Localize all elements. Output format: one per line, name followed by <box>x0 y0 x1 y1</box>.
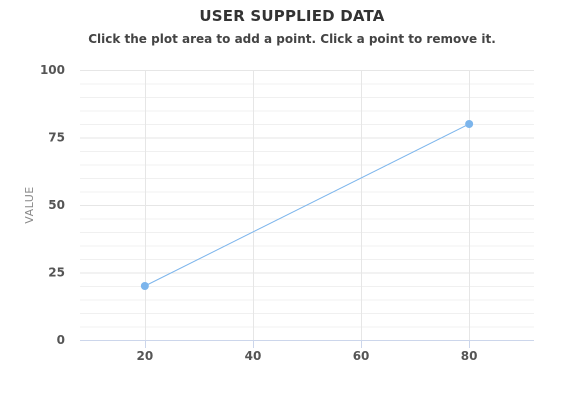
x-tick-label: 40 <box>245 349 262 363</box>
y-tick-label: 25 <box>48 266 65 280</box>
y-tick-label: 100 <box>40 63 65 77</box>
y-tick-label: 75 <box>48 131 65 145</box>
minor-grid <box>80 83 534 328</box>
data-point[interactable] <box>465 120 474 128</box>
x-tick-label: 20 <box>137 349 154 363</box>
chart-subtitle: Click the plot area to add a point. Clic… <box>88 32 496 46</box>
x-axis: 20 40 60 80 <box>137 340 478 363</box>
series-layer <box>140 120 474 290</box>
y-axis-title: VALUE <box>23 186 36 223</box>
y-tick-label: 50 <box>48 198 65 212</box>
series-line <box>144 123 470 287</box>
data-point[interactable] <box>140 282 149 290</box>
x-tick-label: 60 <box>353 349 370 363</box>
chart-title: USER SUPPLIED DATA <box>199 7 385 25</box>
x-tick-label: 80 <box>461 349 478 363</box>
y-tick-label: 0 <box>57 333 65 347</box>
y-axis: 0 25 50 75 100 <box>40 63 65 347</box>
